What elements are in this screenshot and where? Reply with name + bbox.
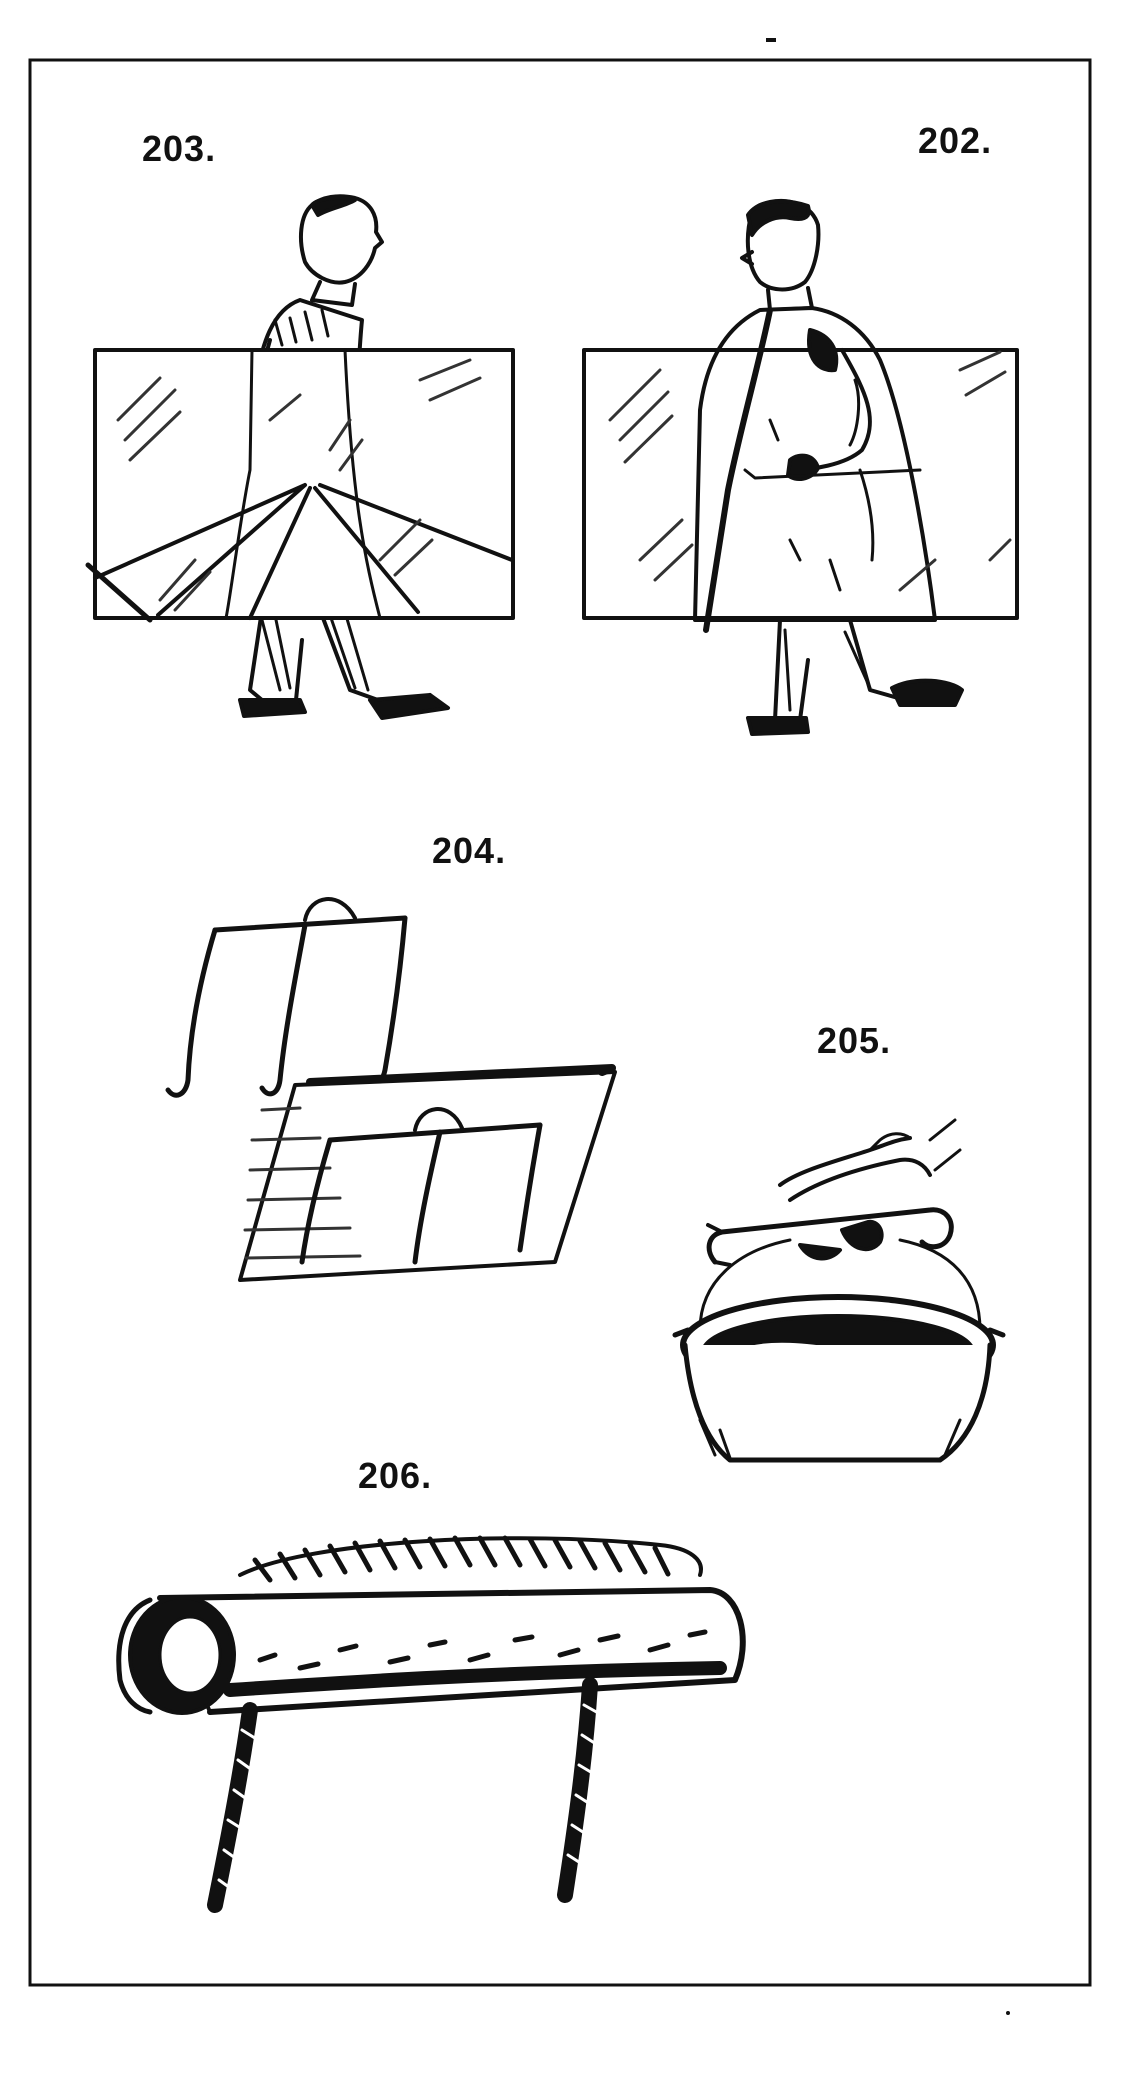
figure-203-man-with-sling [85, 194, 515, 720]
stray-mark [766, 38, 776, 42]
figure-205-pot-with-wrench-handle [672, 1118, 1006, 1463]
figure-label-205: 205. [817, 1020, 892, 1061]
sheet-panel [238, 1070, 617, 1282]
figure-206-pipe-with-rope [116, 1535, 746, 1913]
figure-label-204: 204. [432, 830, 507, 871]
plate-frame [28, 58, 1092, 1987]
stray-dot [1006, 2011, 1010, 2015]
figure-label-203: 203. [142, 128, 217, 169]
figure-204-wire-hook-carrier [165, 897, 617, 1282]
figure-label-202: 202. [918, 120, 993, 161]
glass-pane-202 [582, 348, 1019, 620]
figure-202-man-with-strap [582, 198, 1019, 736]
figure-label-206: 206. [358, 1455, 433, 1496]
